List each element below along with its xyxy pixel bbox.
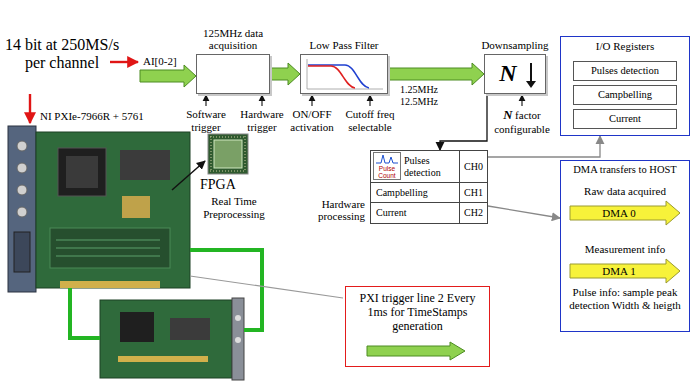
trigger-wire <box>70 288 100 338</box>
node-label: DMA transfers to HOST <box>561 164 689 176</box>
signal-arrow <box>29 94 31 123</box>
fpga-chip <box>208 134 248 174</box>
down-arrow-head <box>526 81 536 88</box>
control-label: Cutoff freq selectable <box>342 108 398 133</box>
signal-name: AI[0-2] <box>143 55 177 68</box>
filter-graphic <box>301 55 387 93</box>
node-label: PXI trigger line 2 Every 1ms for TimeSta… <box>346 287 489 333</box>
connector-line <box>488 206 560 218</box>
icon-label: Pulse Count <box>373 165 401 179</box>
filter-curve <box>308 66 355 88</box>
node-text: CH0 <box>459 151 487 182</box>
register-box: Current <box>573 109 677 129</box>
signal-spec: 14 bit at 250MS/s per channel <box>4 36 120 73</box>
table-row: CurrentCH2 <box>371 203 487 223</box>
board-name: NI PXIe-7966R + 5761 <box>40 110 144 123</box>
node-text: Pulse info: sample peak detection Width … <box>563 286 687 311</box>
node-text: N <box>485 55 545 93</box>
transfer-arrow <box>570 259 680 283</box>
fpga-board <box>8 126 190 292</box>
data-flow-arrow <box>271 63 300 85</box>
node-label: Low Pass Filter <box>289 39 399 52</box>
dma-arrow: Raw data acquiredDMA 0 <box>570 201 680 225</box>
node-label: Raw data acquired <box>566 185 684 198</box>
chip-caption: Real Time Preprocessing <box>194 195 274 220</box>
frequency-value: 1.25MHz <box>400 84 438 96</box>
node-text: CH2 <box>459 203 487 223</box>
connector-line <box>488 136 600 157</box>
transfer-arrow <box>570 201 680 225</box>
icon-frame <box>374 153 401 180</box>
filter-box: Low Pass Filter <box>300 54 388 94</box>
dma-arrow: Measurement infoDMA 1Pulse info: sample … <box>570 259 680 283</box>
pulse-graph <box>376 155 398 163</box>
table-row: CampbellingCH1 <box>371 183 487 203</box>
trigger-arrow <box>367 342 465 360</box>
control-arrow <box>369 95 370 106</box>
register-box: Campbelling <box>573 85 677 105</box>
filter-curve <box>308 65 369 88</box>
control-arrow <box>311 95 312 106</box>
connector-line <box>440 94 487 150</box>
data-flow-arrow <box>389 63 484 85</box>
control-label: N factor configurable <box>492 108 552 135</box>
processing-table: Hardware processingPulses detectionCH0Pu… <box>370 150 488 224</box>
data-arrow <box>140 65 196 87</box>
down-arrow <box>530 63 532 83</box>
signal-arrow <box>110 61 138 63</box>
control-label: ON/OFF activation <box>284 108 340 133</box>
node-label: Downsampling <box>465 39 565 52</box>
node-label: Campbelling <box>574 86 676 104</box>
node-label: 125MHz data acquisition <box>183 27 283 52</box>
node-label: Current <box>574 110 676 128</box>
node-label: Current <box>376 203 457 223</box>
node-label: Campbelling <box>376 183 457 202</box>
node-label: Pulses detection <box>404 151 457 182</box>
trigger-wire <box>190 250 262 330</box>
node-label: Hardware processing <box>303 198 365 223</box>
frequency-value: 12.5MHz <box>400 96 438 108</box>
node-label: Pulses detection <box>574 62 676 80</box>
control-label: Hardware trigger <box>234 108 290 133</box>
process-box: 125MHz data acquisition <box>196 54 270 94</box>
dma-group: DMA transfers to HOSTRaw data acquiredDM… <box>560 160 690 332</box>
node-label: Measurement info <box>566 243 684 256</box>
control-arrow <box>205 95 206 106</box>
node-text: DMA 0 <box>570 201 680 225</box>
chip-name: FPGA <box>200 177 236 193</box>
node-text: DMA 1 <box>570 259 680 283</box>
node-label: I/O Registers <box>561 40 689 53</box>
register-box: Pulses detection <box>573 61 677 81</box>
control-arrow <box>261 95 262 106</box>
control-arrow <box>521 95 522 106</box>
garrow-graphic <box>366 341 466 361</box>
trigger-box: PXI trigger line 2 Every 1ms for TimeSta… <box>345 286 490 367</box>
register-group: I/O RegistersPulses detectionCampbelling… <box>560 36 690 136</box>
control-label: Software trigger <box>178 108 234 133</box>
leader-line <box>190 276 343 298</box>
table-row: Pulses detectionCH0 Pulse Count <box>371 151 487 183</box>
downsampling-box: DownsamplingN <box>484 54 546 94</box>
axis <box>307 59 383 89</box>
timing-board <box>100 298 244 380</box>
node-text: CH1 <box>459 183 487 202</box>
